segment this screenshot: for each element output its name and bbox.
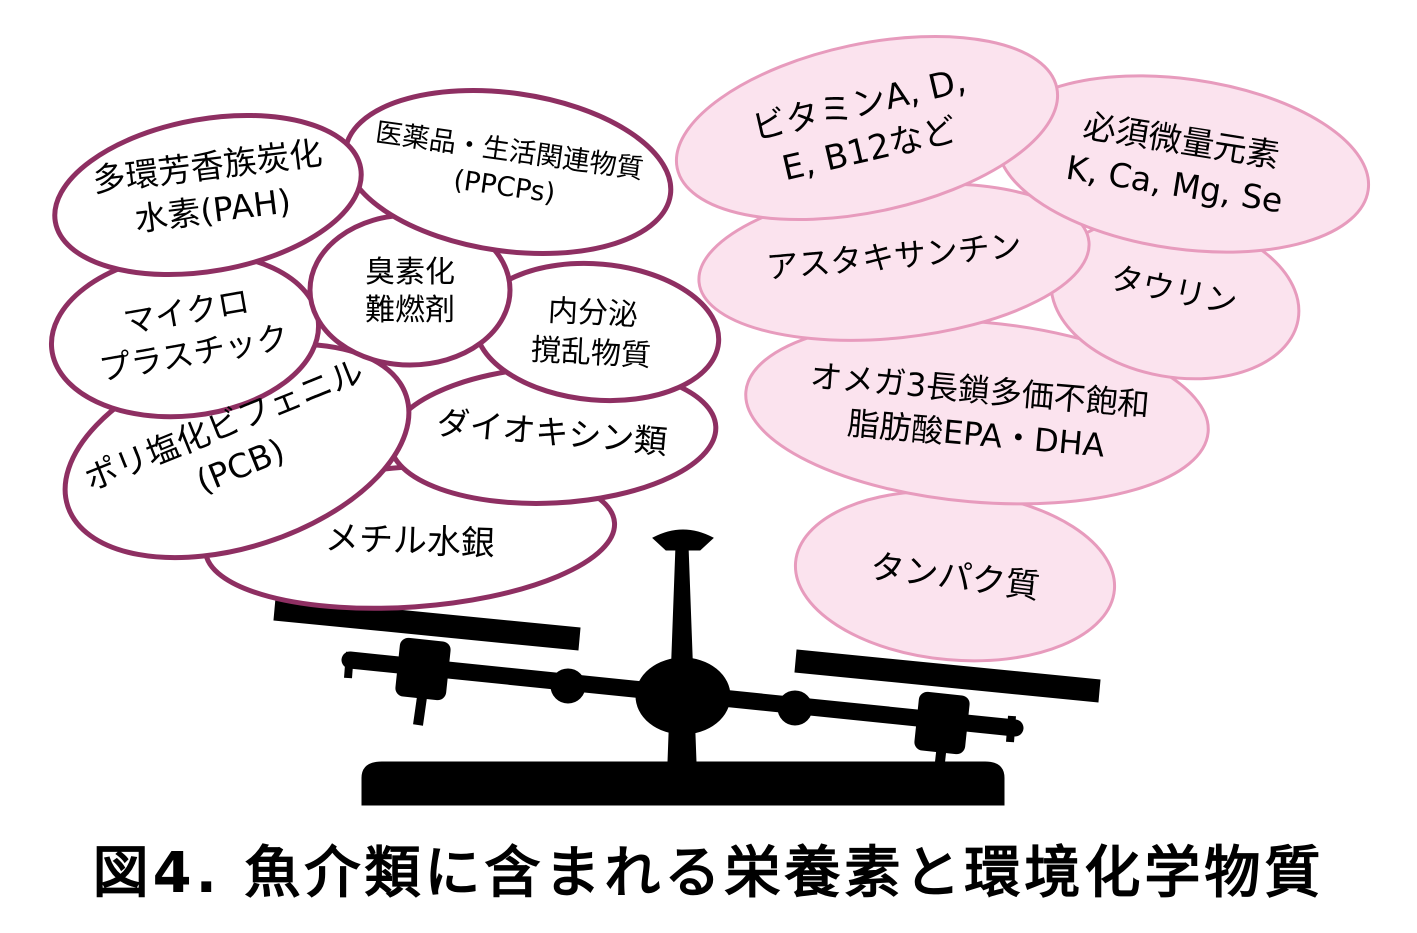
pah-ellipse [52,112,364,278]
endocrine-label-line: 撹乱物質 [530,333,652,374]
vitamins-ellipse [674,34,1060,222]
right-tick [1006,715,1016,743]
methylmercury-label-line: メチル水銀 [324,518,495,564]
scale-joint-left [550,668,586,704]
endocrine-label: 内分泌撹乱物質 [530,293,654,374]
left-pan [273,597,581,651]
left-tick [344,651,354,679]
brominated-label-line: 臭素化 [365,255,455,290]
left-pan-stem [413,689,428,726]
balance-scale-icon [273,529,1101,806]
right-pan-stem [935,743,947,763]
scale-base [361,761,1005,806]
endocrine-label-line: 内分泌 [547,293,639,333]
brominated-label-line: 難燃剤 [365,293,455,328]
scale-joint-right [777,690,813,726]
figure-caption: 図4. 魚介類に含まれる栄養素と環境化学物質 [92,841,1325,906]
scale-top-cap [652,529,714,551]
nutrient-group [674,34,1371,663]
methylmercury-label: メチル水銀 [324,518,495,564]
scale-pivot [635,657,731,735]
contaminant-group [48,88,722,611]
brominated-label: 臭素化難燃剤 [365,255,455,328]
right-pan [794,649,1101,703]
